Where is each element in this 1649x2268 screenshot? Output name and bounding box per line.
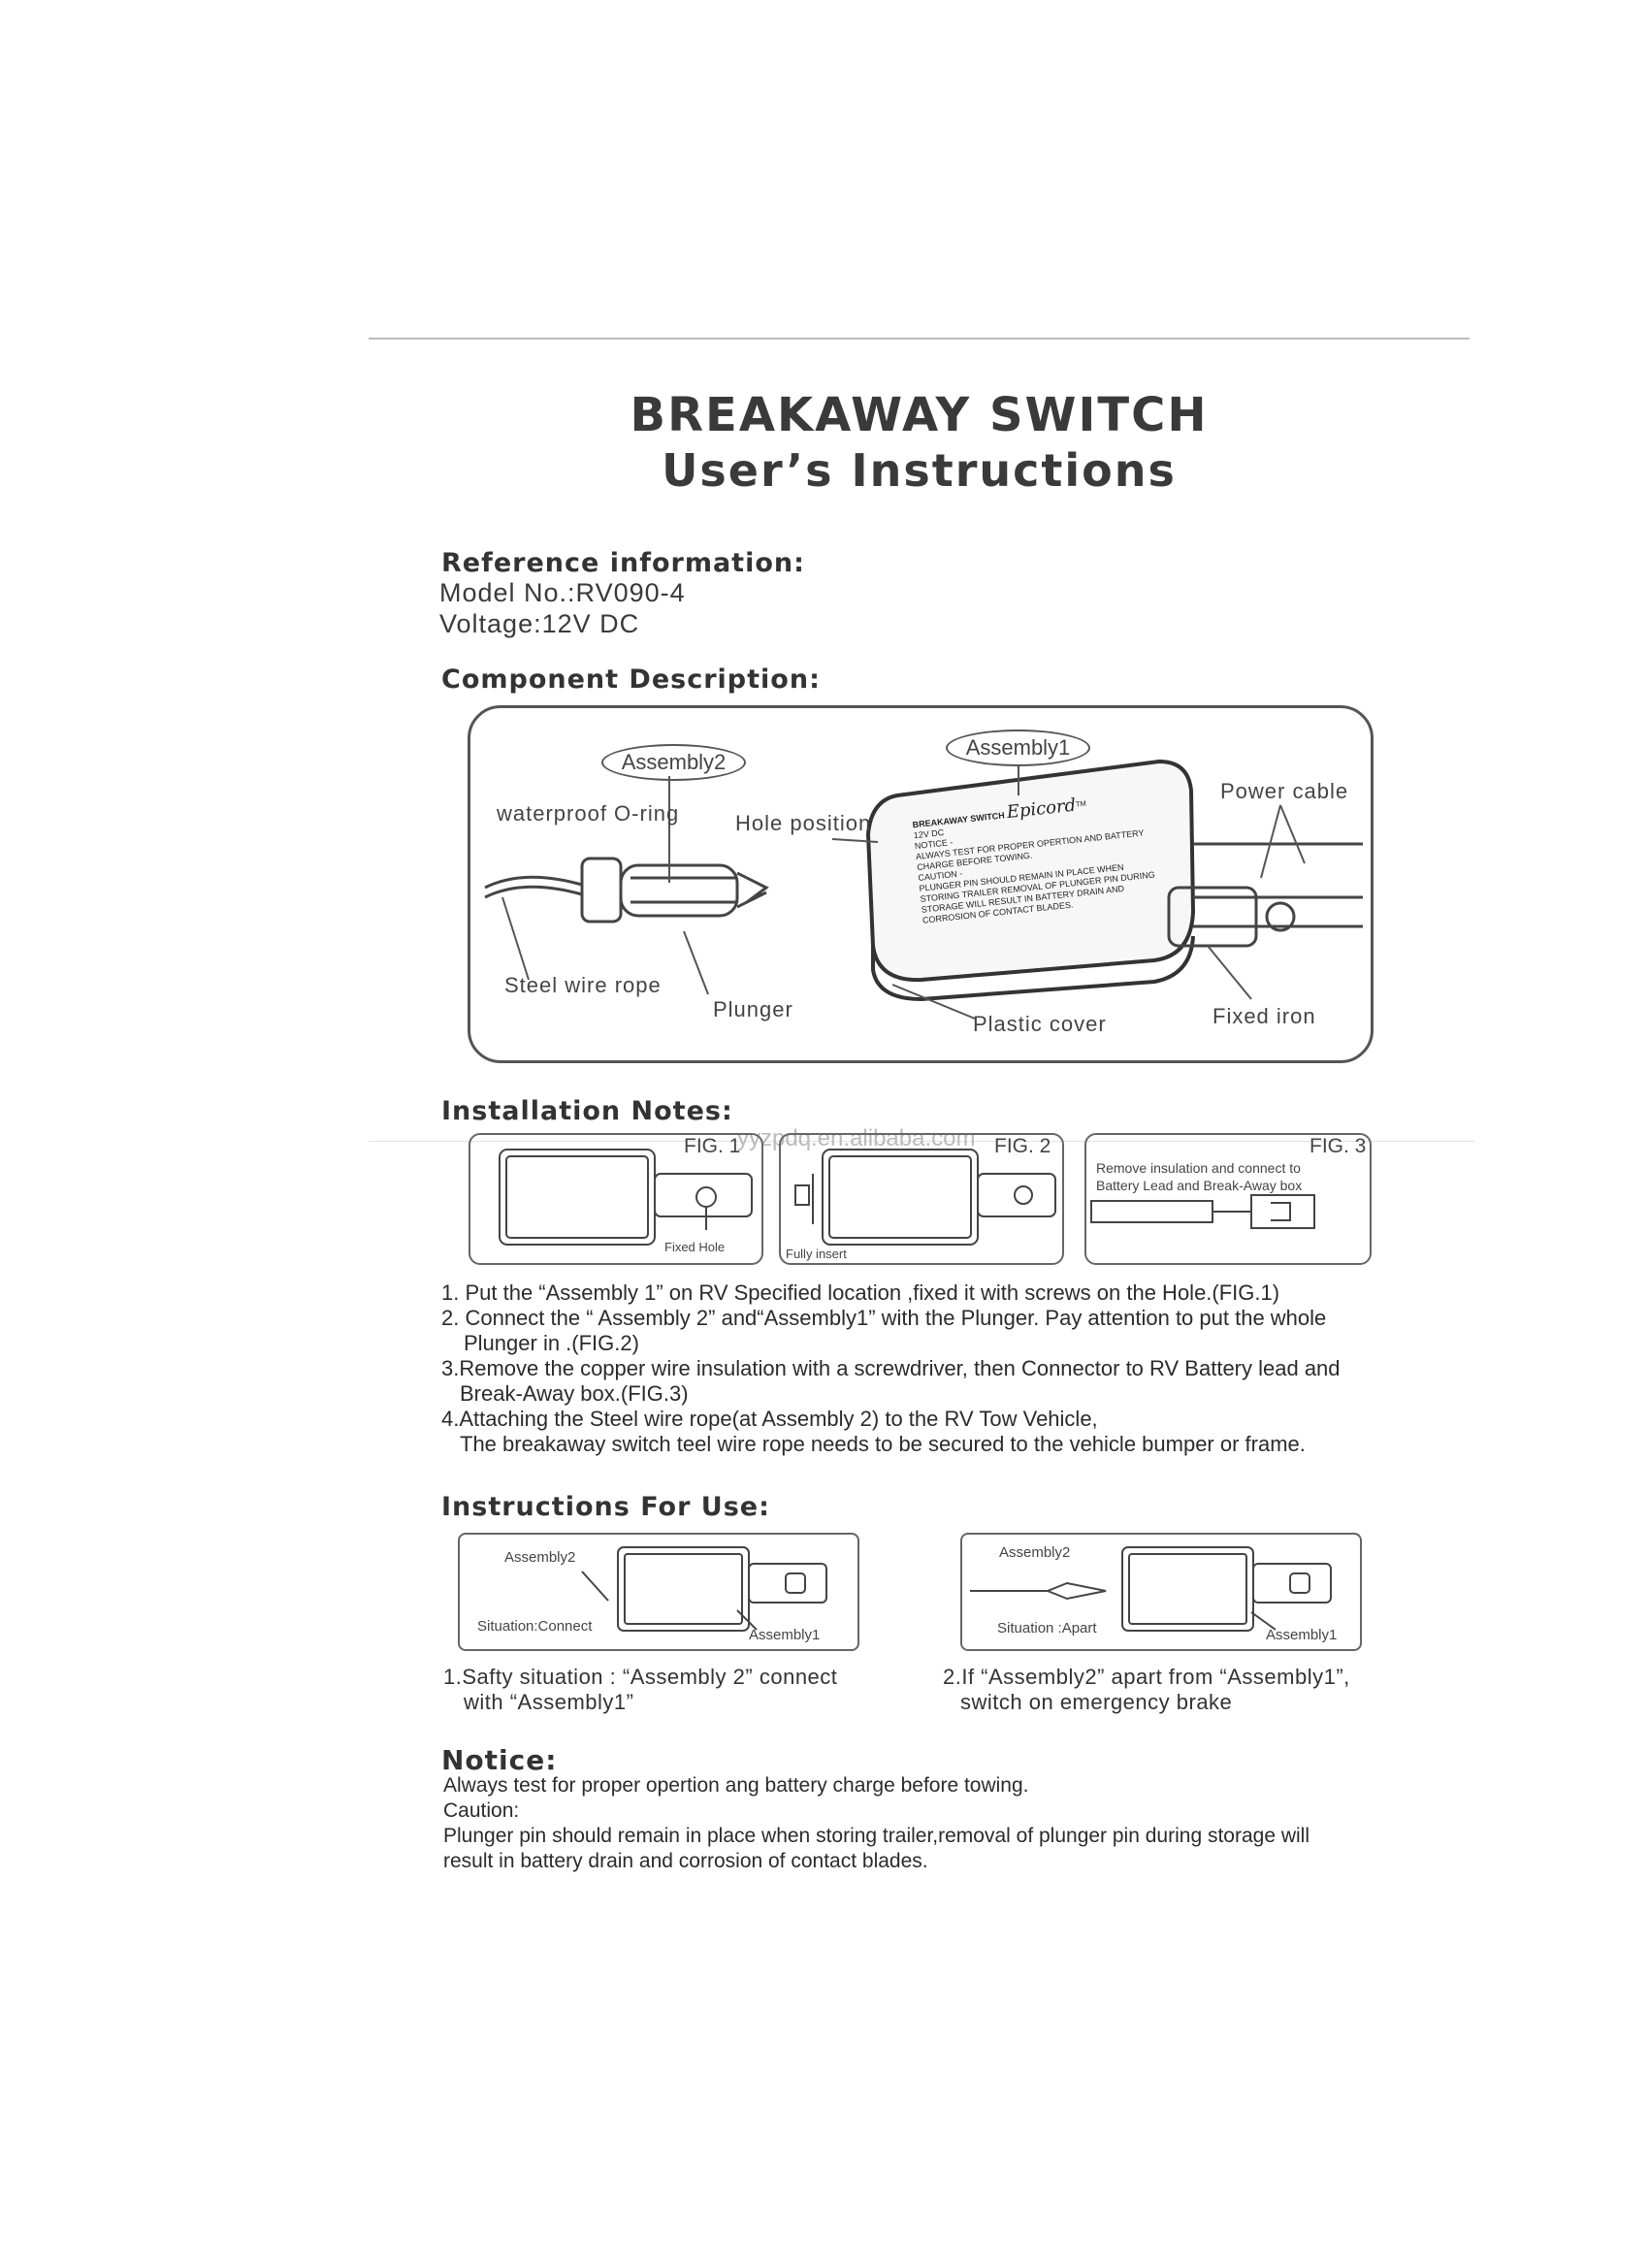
install-step-1: 1. Put the “Assembly 1” on RV Specified … <box>441 1280 1280 1305</box>
usage-right-assembly1: Assembly1 <box>1266 1627 1338 1643</box>
usage-left-assembly2: Assembly2 <box>504 1549 576 1566</box>
notice-heading: Notice: <box>441 1744 558 1776</box>
fig3-frame <box>1084 1133 1372 1265</box>
power-cable-drawing <box>1167 842 1363 948</box>
usage-left-situation: Situation:Connect <box>477 1618 593 1635</box>
fig2-caption: Fully insert <box>786 1247 847 1261</box>
install-step-3-cont: Break-Away box.(FIG.3) <box>460 1381 689 1406</box>
notice-line-3: Plunger pin should remain in place when … <box>443 1825 1310 1847</box>
usage-right-frame <box>960 1533 1362 1651</box>
installation-heading: Installation Notes: <box>441 1096 733 1126</box>
steel-wire-label: Steel wire rope <box>504 973 662 997</box>
leader-lines <box>501 766 1306 1020</box>
install-step-4-cont: The breakaway switch teel wire rope need… <box>460 1432 1306 1456</box>
power-cable-label: Power cable <box>1220 779 1349 803</box>
fig3-text1: Remove insulation and connect to <box>1096 1160 1301 1176</box>
plastic-cover-label: Plastic cover <box>973 1012 1107 1036</box>
usage-right-situation: Situation :Apart <box>997 1620 1097 1636</box>
usage-left-caption-cont: with “Assembly1” <box>464 1690 634 1714</box>
usage-left-frame <box>458 1533 859 1651</box>
usage-right-caption: 2.If “Assembly2” apart from “Assembly1”, <box>943 1665 1350 1689</box>
oring-label: waterproof O-ring <box>497 801 680 826</box>
notice-line-4: result in battery drain and corrosion of… <box>443 1850 928 1872</box>
plunger-label: Plunger <box>713 997 793 1021</box>
assembly2-plunger-drawing <box>484 857 769 923</box>
page-title: BREAKAWAY SWITCH <box>630 388 1209 442</box>
fig1-caption: Fixed Hole <box>664 1240 726 1254</box>
usage-heading: Instructions For Use: <box>441 1492 770 1522</box>
install-step-2: 2. Connect the “ Assembly 2” and“Assembl… <box>441 1306 1327 1330</box>
model-number: Model No.:RV090-4 <box>439 578 686 607</box>
assembly1-label: Assembly1 <box>946 729 1090 766</box>
page-subtitle: User’s Instructions <box>662 444 1177 497</box>
fig1-title: FIG. 1 <box>684 1135 741 1157</box>
usage-right-assembly2: Assembly2 <box>999 1544 1071 1561</box>
assembly2-label: Assembly2 <box>601 744 746 781</box>
component-diagram-frame <box>468 705 1374 1063</box>
hole-position-label: Hole position <box>735 811 872 835</box>
assembly1-box-drawing <box>865 759 1196 1002</box>
reference-heading: Reference information: <box>441 548 805 578</box>
notice-line-1: Always test for proper opertion ang batt… <box>443 1774 1029 1797</box>
voltage: Voltage:12V DC <box>439 609 640 638</box>
component-heading: Component Description: <box>441 664 821 695</box>
usage-left-caption: 1.Safty situation : “Assembly 2” connect <box>443 1665 838 1689</box>
fixed-iron-label: Fixed iron <box>1212 1004 1316 1028</box>
fig1-frame <box>469 1133 763 1265</box>
notice-line-2: Caution: <box>443 1799 520 1822</box>
install-step-2-cont: Plunger in .(FIG.2) <box>464 1331 639 1355</box>
fig2-title: FIG. 2 <box>994 1135 1051 1157</box>
usage-left-assembly1: Assembly1 <box>749 1627 821 1643</box>
fig2-frame <box>779 1133 1064 1265</box>
fig3-text2: Battery Lead and Break-Away box <box>1096 1178 1303 1193</box>
fold-crease <box>369 1141 1474 1142</box>
install-step-4: 4.Attaching the Steel wire rope(at Assem… <box>441 1407 1098 1431</box>
install-step-3: 3.Remove the copper wire insulation with… <box>441 1356 1341 1380</box>
sheet-top-edge <box>369 338 1470 340</box>
watermark: yyzpdq.en.alibaba.com <box>737 1125 976 1151</box>
fig3-title: FIG. 3 <box>1310 1135 1367 1157</box>
usage-right-caption-cont: switch on emergency brake <box>960 1690 1233 1714</box>
